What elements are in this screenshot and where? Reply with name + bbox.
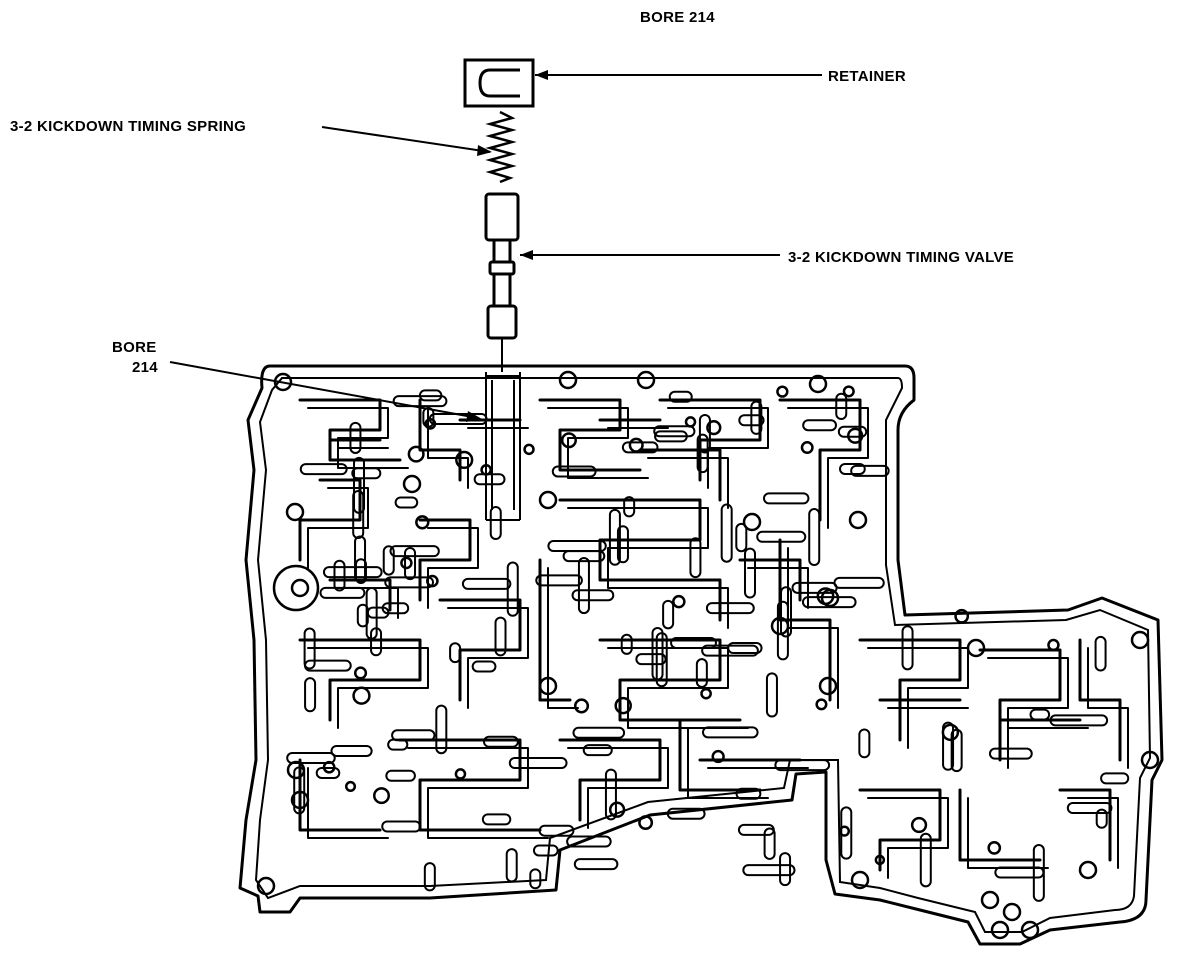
- retainer-arrowhead: [535, 70, 548, 80]
- valve-body-inner-outline: [254, 377, 1152, 933]
- timing-spring: [485, 110, 517, 184]
- timing-valve: [484, 192, 520, 340]
- spring-arrowhead: [477, 145, 492, 156]
- spring-leader: [321, 126, 491, 153]
- fluid-passages: [286, 389, 1130, 902]
- bore-label-line2: 214: [132, 359, 158, 376]
- valve-body-outline: [238, 364, 1164, 946]
- retainer-label: RETAINER: [828, 68, 906, 85]
- valve-label: 3-2 KICKDOWN TIMING VALVE: [788, 249, 1014, 266]
- bore-label-line1: BORE: [112, 339, 157, 356]
- valve-body-holes: [256, 370, 1160, 940]
- valve-arrowhead: [520, 250, 533, 260]
- diagram-title: BORE 214: [640, 9, 715, 26]
- bore-214-channel: [485, 372, 521, 521]
- retainer-part: [463, 58, 535, 108]
- spring-label: 3-2 KICKDOWN TIMING SPRING: [10, 118, 246, 135]
